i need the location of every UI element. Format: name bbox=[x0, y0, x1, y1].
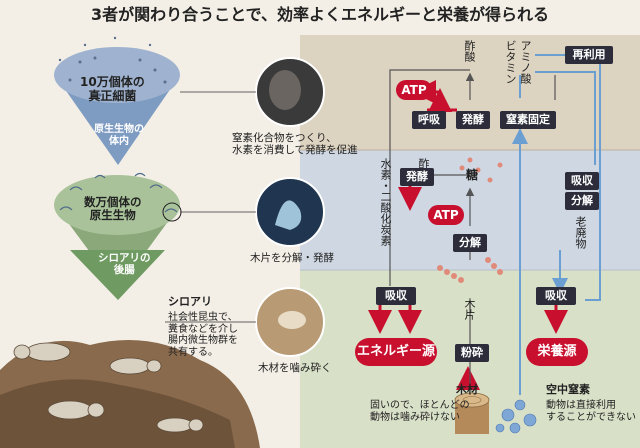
nitrogen-fixation-box: 窒素固定 bbox=[500, 111, 556, 129]
protist-caption: 木片を分解・発酵 bbox=[250, 252, 334, 264]
wood-log-illustration bbox=[454, 392, 490, 434]
nitrogen-bubbles bbox=[495, 399, 537, 434]
nutrient-source: 栄養源 bbox=[526, 338, 588, 366]
decompose-mid-box: 分解 bbox=[453, 234, 487, 252]
fermentation-mid-box: 発酵 bbox=[400, 168, 434, 186]
termite-illustration bbox=[13, 342, 204, 433]
diagram-title: 3者が関わり合うことで、効率よくエネルギーと栄養が得られる bbox=[90, 5, 549, 24]
waste-label: 老廃物 bbox=[574, 216, 587, 249]
hydrogen-co2-label: 水素・二酸化炭素 bbox=[379, 158, 392, 246]
gut-cone bbox=[70, 250, 165, 300]
absorb-right-box: 吸収 bbox=[565, 172, 599, 190]
respiration-box: 呼吸 bbox=[412, 111, 446, 129]
amino-acid-label: アミノ酸 bbox=[519, 40, 532, 84]
nitrogen-description: 動物は直接利用することができない bbox=[546, 400, 636, 423]
bacteria-caption: 窒素化合物をつくり、水素を消費して発酵を促進 bbox=[232, 132, 358, 157]
crush-box: 粉砕 bbox=[455, 344, 489, 362]
nitrogen-title: 空中窒素 bbox=[546, 383, 590, 396]
sugar-label: 糖 bbox=[466, 168, 479, 182]
wood-title: 木材 bbox=[456, 383, 478, 396]
absorb-left-box: 吸収 bbox=[376, 287, 416, 305]
atp-top: ATP bbox=[396, 80, 432, 100]
protist-count-label: 数万個体の原生生物 bbox=[84, 195, 142, 223]
termite-caption: 木材を噛み砕く bbox=[258, 362, 332, 374]
fermentation-top-box: 発酵 bbox=[456, 111, 490, 129]
termite-gut-label: シロアリの後腸 bbox=[98, 252, 151, 277]
wood-description: 固いので、ほとんどの動物は噛み砕けない bbox=[370, 400, 470, 423]
recycle-box: 再利用 bbox=[565, 46, 613, 64]
bacteria-count-label: 10万個体の真正細菌 bbox=[80, 75, 145, 103]
acetic-acid-top: 酢酸 bbox=[463, 40, 476, 62]
termite-title: シロアリ bbox=[168, 295, 212, 308]
decompose-right-box: 分解 bbox=[565, 192, 599, 210]
termite-description: 社会性昆虫で、糞食などを介し腸内微生物群を共有する。 bbox=[168, 312, 238, 358]
absorb-bottom-right-box: 吸収 bbox=[536, 287, 576, 305]
vitamin-label: ビタミン bbox=[504, 40, 517, 84]
wood-chips-label: 木片 bbox=[463, 298, 476, 320]
energy-source: エネルギー源 bbox=[355, 338, 437, 366]
protist-body-label: 原生生物の体内 bbox=[94, 124, 144, 147]
atp-mid: ATP bbox=[428, 205, 464, 225]
